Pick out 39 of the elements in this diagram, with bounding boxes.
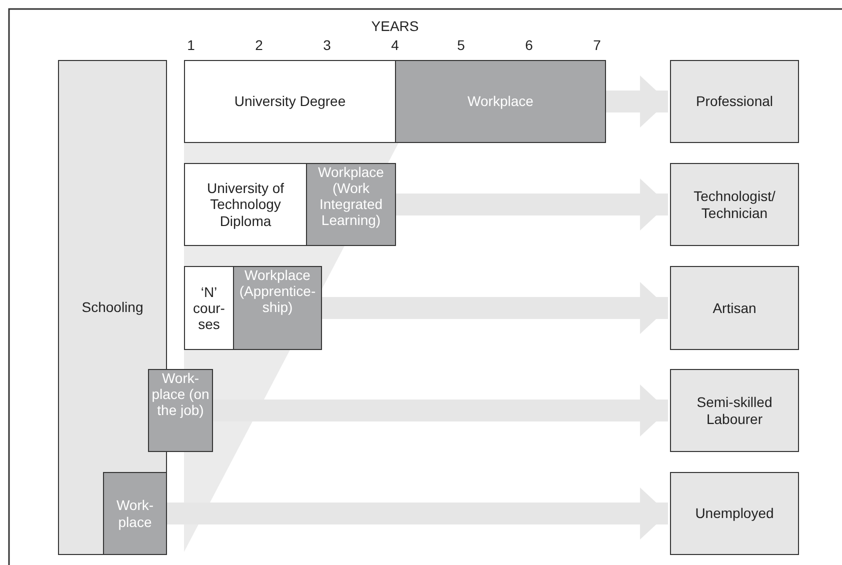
stage-label: Workplace: [466, 93, 534, 110]
year-number: 4: [391, 37, 399, 53]
year-number: 7: [593, 37, 601, 53]
stage-box: [233, 266, 322, 350]
stage-box: [395, 60, 606, 143]
block-arrow: [167, 488, 668, 540]
block-arrow: [396, 178, 668, 230]
stage-box: [670, 369, 799, 452]
stage-label: Work-place: [115, 497, 155, 530]
stage-label: ‘N’ cour-ses: [192, 284, 226, 332]
stage-label: University of Technology Diploma: [206, 180, 286, 229]
year-number: 3: [323, 37, 331, 53]
year-number: 1: [187, 37, 195, 53]
year-number: 6: [525, 37, 533, 53]
stage-label: Professional: [694, 93, 774, 110]
block-arrow: [606, 76, 668, 128]
stage-label: University Degree: [233, 93, 347, 110]
block-arrow: [322, 282, 668, 334]
stage-box: [670, 60, 799, 143]
stage-box: [670, 266, 799, 350]
stage-box: [184, 163, 307, 246]
stage-label: Unemployed: [694, 505, 775, 522]
stage-label: Semi-skilled Labourer: [696, 394, 774, 427]
axis-title: YEARS: [371, 18, 419, 34]
stage-label: Technologist/ Technician: [692, 188, 776, 221]
stage-box: [148, 369, 213, 452]
stage-label: Artisan: [712, 300, 758, 316]
stage-label: Workplace (Work Integrated Learning): [317, 164, 385, 228]
stage-box: [103, 472, 167, 555]
stage-label: Work-place (on the job): [150, 370, 210, 418]
stage-box: [184, 60, 396, 143]
year-number: 5: [457, 37, 465, 53]
stage-box: [306, 163, 396, 246]
stage-label: Workplace (Apprentice-ship): [238, 267, 317, 316]
stage-box: [184, 266, 234, 350]
year-number: 2: [255, 37, 263, 53]
stage-box: [670, 472, 799, 555]
stage-label: Schooling: [80, 299, 144, 316]
stage-box: [670, 163, 799, 246]
